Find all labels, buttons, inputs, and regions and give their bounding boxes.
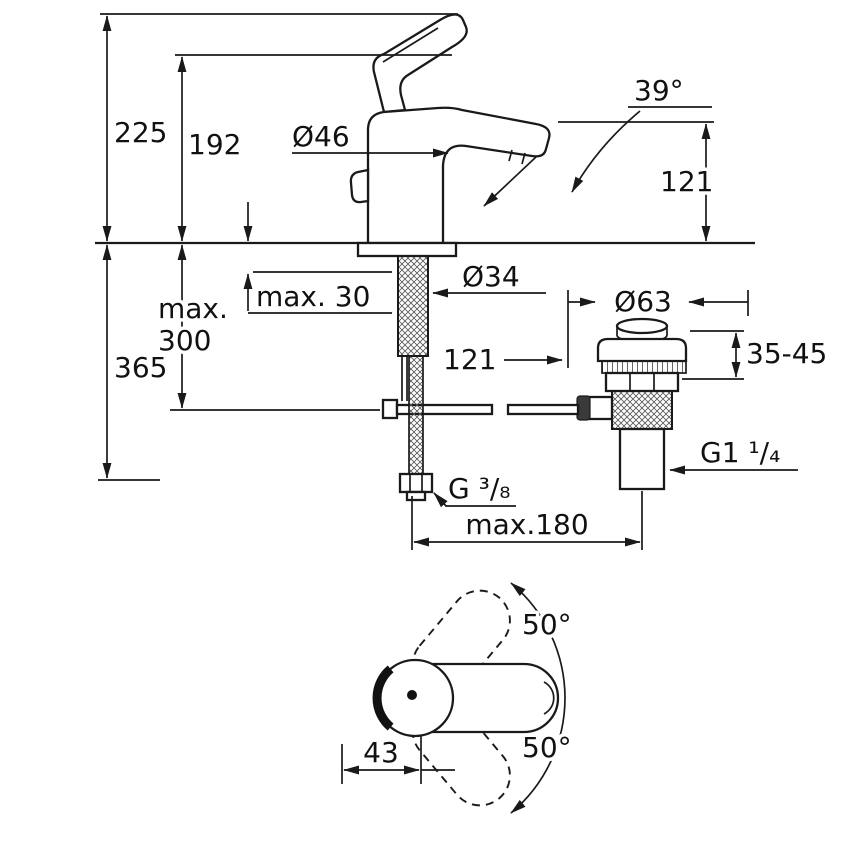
waste-threaded-body [611, 390, 673, 430]
base-center-dot [407, 690, 417, 700]
waste-rod [506, 403, 580, 416]
aerator-outlet [508, 149, 526, 165]
threaded-shank [397, 255, 429, 357]
supply-hose [408, 355, 424, 475]
water-stream-arrow [483, 156, 537, 207]
leader-supply-thread [433, 492, 516, 508]
waste-rod-port [586, 395, 614, 421]
popup-rod-vertical [401, 356, 408, 401]
hose-nut [398, 472, 434, 494]
label-waste-thread: G1 ¹/₄ [700, 436, 780, 469]
handle-top-view [372, 589, 560, 807]
label-hose-max-value: 300 [158, 324, 211, 357]
mounting-flange [356, 241, 458, 258]
label-clamp-range: 35-45 [746, 337, 827, 370]
label-hose-max-word: max. [158, 292, 228, 325]
arc-spout-angle [571, 110, 641, 193]
popup-rod-joint [381, 398, 399, 420]
hose-nut-facets [409, 474, 423, 492]
label-max-distance: max.180 [465, 508, 588, 541]
faucet-body [366, 106, 551, 245]
handle-detail-line [382, 27, 439, 63]
waste-flange [596, 337, 688, 363]
popup-waste-assembly [506, 317, 688, 491]
arc-swing-lower [510, 697, 566, 814]
waste-nut [604, 371, 680, 393]
label-swing-upper: 50° [522, 608, 572, 641]
waste-tailpipe [618, 427, 666, 491]
handle-lever [372, 13, 468, 114]
base-front-crescent [372, 665, 394, 731]
popup-rod-horizontal [395, 403, 494, 416]
label-swing-lower: 50° [522, 731, 572, 764]
label-handle-height: 192 [188, 128, 241, 161]
label-total-height: 225 [114, 116, 167, 149]
waste-nut-facets [629, 373, 655, 391]
dimension-lines [98, 13, 798, 814]
dimension-labels: 225 192 Ø46 39° 121 365 max. 300 max. 30… [111, 71, 831, 773]
label-body-diameter: Ø46 [292, 120, 350, 153]
label-below-counter: 365 [114, 351, 167, 384]
waste-plug-top [615, 317, 669, 335]
label-outlet-height: 121 [660, 165, 713, 198]
waste-seal [601, 360, 687, 374]
label-handle-length: 43 [363, 736, 399, 769]
pull-rod-knob [349, 168, 370, 204]
label-supply-thread: G ³/₈ [448, 472, 510, 505]
handle-end-detail [543, 681, 555, 715]
label-counter-thickness: max. 30 [256, 280, 370, 313]
label-hole-diameter: Ø34 [462, 260, 520, 293]
arc-swing-upper [510, 582, 566, 699]
hose-nut-tail [405, 490, 427, 502]
faucet-side-view [95, 13, 755, 502]
label-waste-flange: Ø63 [614, 285, 672, 318]
label-spout-angle: 39° [634, 74, 684, 107]
label-rod-length: 121 [443, 343, 496, 376]
